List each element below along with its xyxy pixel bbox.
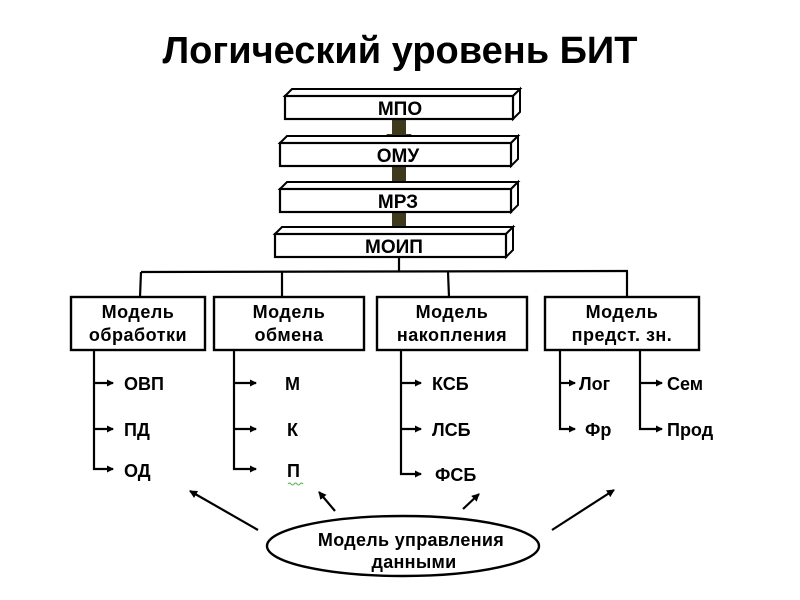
model-title: Модель bbox=[253, 302, 326, 322]
leaf-item: П bbox=[287, 461, 300, 481]
bar-label: МОИП bbox=[365, 237, 423, 258]
arrow-to-accumulation bbox=[462, 493, 480, 510]
spellcheck-underline bbox=[287, 482, 304, 486]
bar-label: МПО bbox=[378, 99, 422, 120]
branch-processing: ОВП ПД ОД bbox=[92, 350, 164, 481]
model-subtitle: предст. зн. bbox=[572, 325, 673, 345]
model-title: Модель bbox=[586, 302, 659, 322]
leaf-item: КСБ bbox=[432, 374, 469, 394]
control-model-ellipse: Модель управления данными bbox=[265, 514, 541, 578]
model-subtitle: обмена bbox=[254, 325, 324, 345]
leaf-item: Прод bbox=[667, 420, 714, 440]
model-title: Модель bbox=[102, 302, 175, 322]
model-box-exchange: Модель обмена bbox=[212, 295, 366, 352]
model-title: Модель bbox=[416, 302, 489, 322]
model-box-accumulation: Модель накопления bbox=[375, 295, 529, 352]
leaf-item: ЛСБ bbox=[432, 420, 471, 440]
arrow-to-processing bbox=[189, 490, 259, 531]
branch-knowledge: Лог Фр Сем Прод bbox=[558, 350, 714, 440]
bar-label: МРЗ bbox=[378, 192, 418, 213]
branch-accumulation: КСБ ЛСБ ФСБ bbox=[399, 350, 476, 485]
leaf-item: К bbox=[287, 420, 299, 440]
arrow-to-knowledge bbox=[551, 489, 615, 531]
branch-exchange: М К П bbox=[232, 350, 304, 486]
leaf-item: Лог bbox=[579, 374, 611, 394]
leaf-item: М bbox=[285, 374, 300, 394]
bar-omu: ОМУ bbox=[277, 133, 521, 169]
leaf-item: ПД bbox=[124, 420, 150, 440]
control-subtitle: данными bbox=[371, 552, 456, 572]
model-box-processing: Модель обработки bbox=[69, 295, 207, 352]
control-arrows bbox=[189, 489, 615, 531]
bar-mpo: МПО bbox=[282, 86, 523, 122]
tree-connectors bbox=[138, 257, 629, 298]
bar-moip: МОИП bbox=[272, 224, 516, 260]
bar-mrz: МРЗ bbox=[277, 179, 521, 215]
leaf-item: Сем bbox=[667, 374, 703, 394]
leaf-item: Фр bbox=[585, 420, 611, 440]
page-title: Логический уровень БИТ bbox=[163, 30, 638, 72]
leaf-item: ОД bbox=[124, 461, 151, 481]
bar-label: ОМУ bbox=[377, 146, 420, 167]
arrow-to-exchange bbox=[318, 491, 336, 512]
model-subtitle: обработки bbox=[89, 325, 187, 345]
model-box-knowledge: Модель предст. зн. bbox=[543, 295, 701, 352]
control-title: Модель управления bbox=[318, 530, 504, 550]
model-subtitle: накопления bbox=[397, 325, 507, 345]
leaf-item: ОВП bbox=[124, 374, 164, 394]
leaf-item: ФСБ bbox=[435, 465, 476, 485]
